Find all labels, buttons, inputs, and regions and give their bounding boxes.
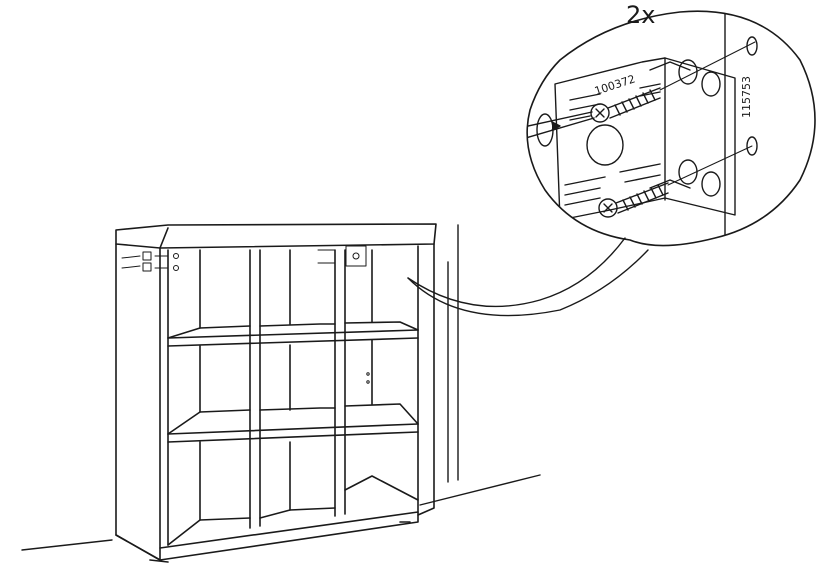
- shelf-unit: [115, 223, 437, 563]
- callout-pointer: [407, 237, 649, 317]
- quantity-label: 2x: [626, 1, 655, 29]
- screw: [598, 182, 669, 218]
- screw: [590, 87, 661, 123]
- zoom-bubble: 100372 115753: [526, 10, 816, 247]
- room-lines: [21, 224, 541, 551]
- bracket-part-number: 100372: [593, 73, 637, 98]
- screwdriver: [527, 111, 595, 147]
- fitting-symbols: [121, 245, 370, 384]
- screw-part-number: 115753: [740, 76, 753, 118]
